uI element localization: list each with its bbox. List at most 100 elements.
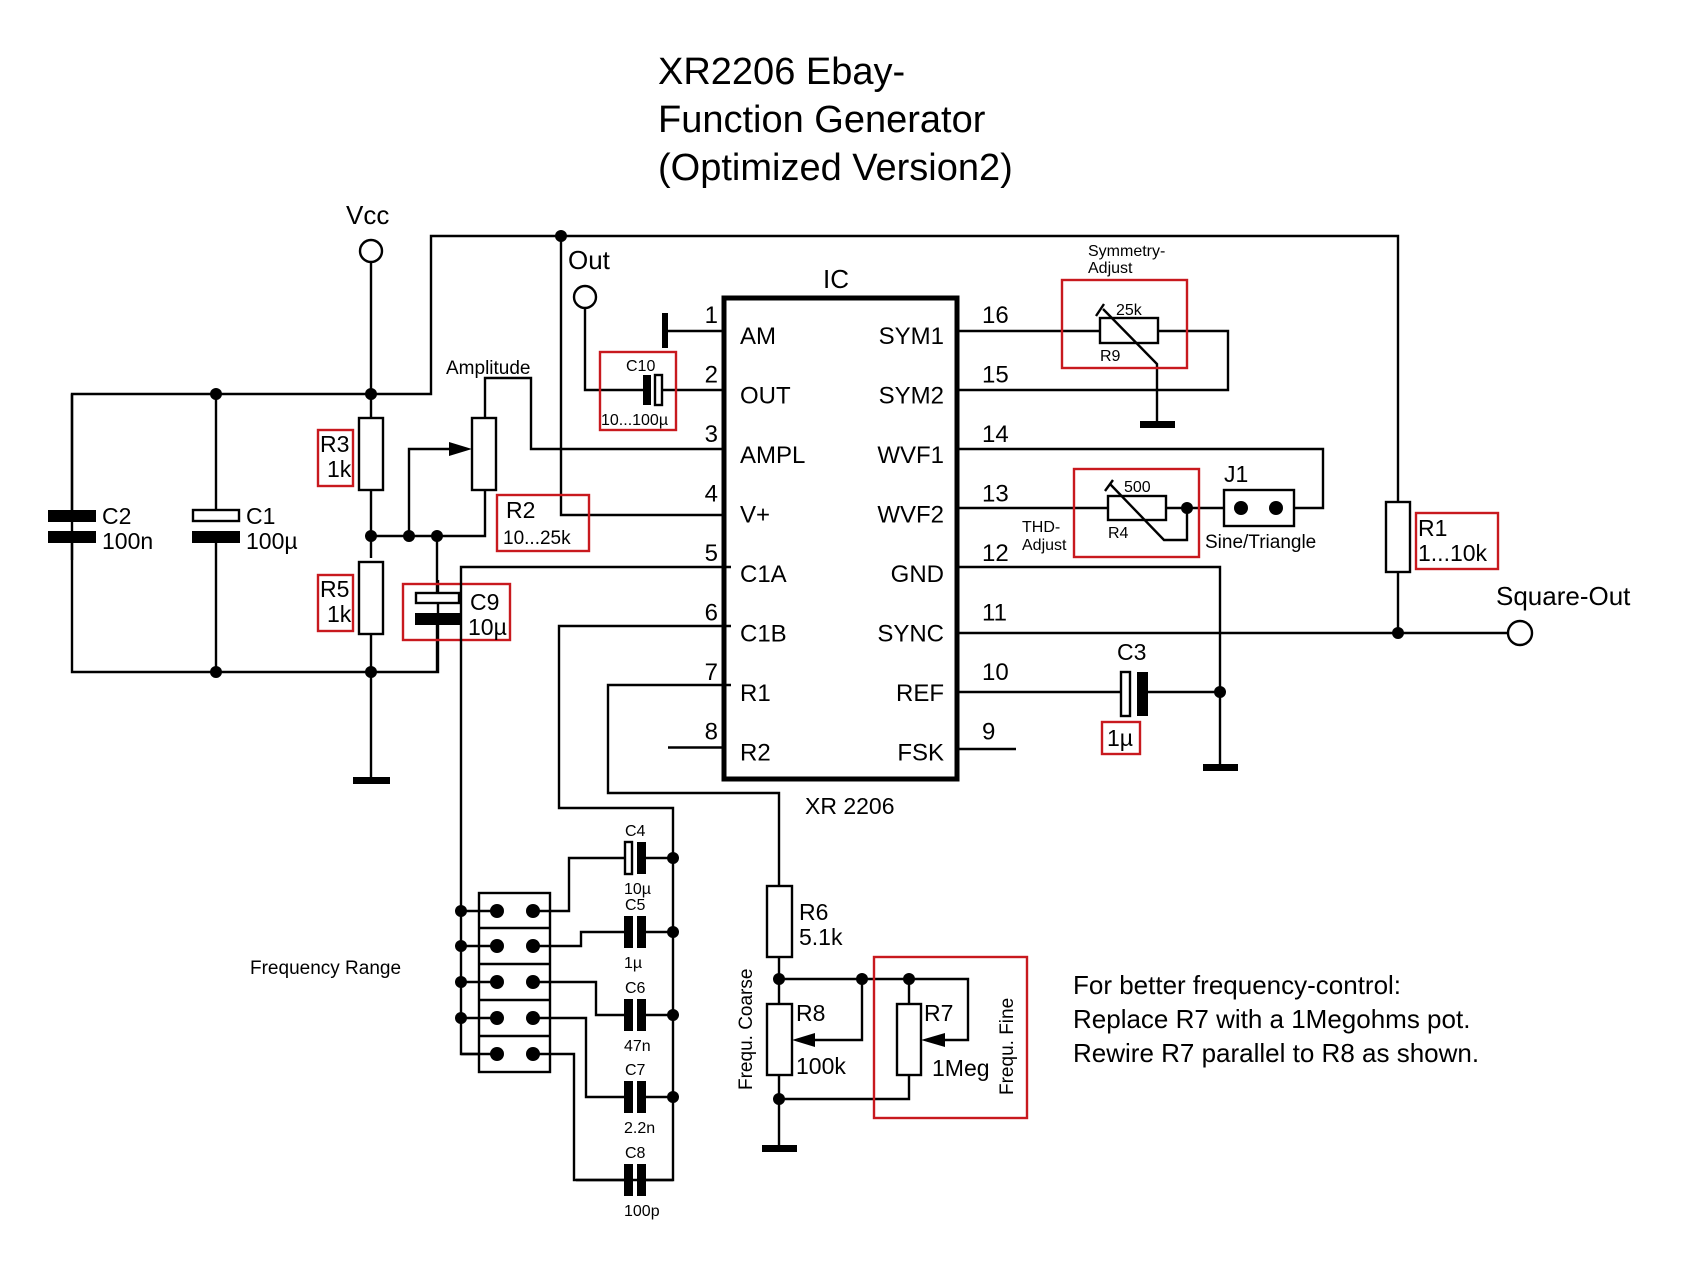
pin-number: 5 — [705, 540, 718, 567]
wire-vplus — [559, 236, 731, 517]
amplitude-label: Amplitude — [446, 358, 531, 379]
junction — [667, 926, 679, 938]
wire-cap-route — [533, 1016, 625, 1099]
wire-wiper — [407, 447, 458, 536]
r2-value: 10...25k — [503, 528, 571, 549]
c5-plate — [624, 916, 633, 948]
pin-number: 15 — [982, 362, 1009, 389]
wire-cap-route — [533, 856, 625, 913]
r3-ref: R3 — [320, 431, 349, 457]
c3-plate — [1137, 672, 1148, 716]
pin-number: 11 — [982, 600, 1007, 627]
pin-number: 1 — [705, 302, 718, 329]
c9-ref: C9 — [470, 589, 499, 615]
c6-plate — [624, 999, 633, 1031]
pin-name: AMPL — [740, 442, 805, 469]
c5-plate — [637, 916, 646, 948]
pin-number: 2 — [705, 362, 718, 389]
pin-number: 4 — [705, 481, 718, 508]
r9-body[interactable] — [1098, 316, 1160, 345]
r8-body[interactable] — [765, 1002, 794, 1077]
square-out-terminal[interactable] — [1506, 619, 1534, 647]
wire-mid — [371, 490, 487, 538]
out-label: Out — [568, 245, 611, 275]
r9-value: 25k — [1116, 302, 1143, 319]
symmetry-section: Symmetry- Adjust 25k R9 — [957, 243, 1230, 428]
c3-ref: C3 — [1117, 639, 1146, 665]
ground-symbol — [353, 777, 390, 784]
c2-ref: C2 — [102, 503, 131, 529]
r3-body — [357, 416, 385, 492]
c1-value: 100µ — [246, 528, 298, 554]
ic-right-pins: 16SYM115SYM214WVF113WVF212GND11SYNC10REF… — [877, 302, 1008, 767]
frequency-range-section: Frequency Range C410µC51µC647nC72.2nC810… — [250, 565, 731, 1220]
r2-body[interactable] — [470, 416, 498, 492]
wire-gnd — [957, 565, 1222, 767]
r1-body — [1384, 500, 1412, 574]
wire-r7-bottom — [779, 1075, 911, 1101]
pin-number: 16 — [982, 302, 1009, 329]
c8-plate — [624, 1164, 633, 1196]
junction — [773, 973, 785, 985]
c8-ref: C8 — [625, 1145, 646, 1162]
junction — [667, 1091, 679, 1103]
r2-ref: R2 — [506, 497, 535, 523]
r4-ref: R4 — [1108, 525, 1129, 542]
wire-r1-pin — [606, 683, 781, 886]
wiper-arrow-icon — [792, 1033, 815, 1047]
c6-plate — [637, 999, 646, 1031]
c10-plate-open — [653, 373, 664, 407]
r5-highlight — [316, 573, 355, 633]
c7-value: 2.2n — [624, 1120, 655, 1137]
c3-highlight — [1100, 720, 1142, 756]
out-terminal[interactable] — [572, 284, 598, 310]
c9-highlight — [401, 582, 512, 642]
r7-ref: R7 — [924, 1000, 953, 1026]
c7-plate — [624, 1081, 633, 1113]
pin-number: 7 — [705, 659, 718, 686]
vcc-terminal[interactable] — [358, 238, 384, 264]
jumper-pin — [490, 1047, 504, 1061]
r9-adjust-tick — [1095, 303, 1105, 317]
jumper-pin — [490, 939, 504, 953]
r8-ref: R8 — [796, 1000, 825, 1026]
r4-adjust-tick — [1104, 479, 1114, 492]
c1-ref: C1 — [246, 503, 275, 529]
j1-pin — [1269, 501, 1283, 515]
c10-plate — [643, 375, 651, 405]
r5-value: 1k — [327, 601, 352, 627]
wire-cap-route — [533, 980, 625, 1017]
ic-part-number: XR 2206 — [805, 793, 895, 819]
pin-name: R1 — [740, 680, 771, 707]
c2-plate — [48, 531, 96, 543]
c2-value: 100n — [102, 528, 153, 554]
junction — [1392, 627, 1404, 639]
junction — [667, 1009, 679, 1021]
pin-number: 10 — [982, 659, 1009, 686]
junction — [365, 666, 377, 678]
c10-value: 10...100µ — [601, 412, 668, 429]
r4-highlight — [1072, 467, 1201, 559]
frequ-fine-label: Frequ. Fine — [997, 998, 1018, 1095]
square-out-label: Square-Out — [1496, 581, 1631, 611]
pin-name: FSK — [897, 740, 944, 767]
r1-ref: R1 — [1418, 515, 1447, 541]
vcc-label: Vcc — [346, 200, 389, 230]
r3-highlight — [316, 428, 355, 488]
pin-number: 14 — [982, 421, 1009, 448]
r4-body[interactable] — [1106, 494, 1168, 522]
pin-number: 8 — [705, 719, 718, 746]
thd-label-1: THD- — [1022, 519, 1060, 536]
wire-ampl — [483, 376, 731, 451]
pin-name: WVF1 — [877, 442, 944, 469]
r7-body[interactable] — [895, 1002, 923, 1077]
note-line-2: Replace R7 with a 1Megohms pot. — [1073, 1004, 1470, 1034]
wire-sym — [957, 329, 1230, 392]
c9-value: 10µ — [468, 614, 507, 640]
c4-plate-open — [623, 840, 634, 876]
ic-label: IC — [823, 264, 849, 294]
frequency-control-section: R6 5.1k R8 100k Frequ. Coarse R7 1Meg Fr… — [606, 683, 1029, 1152]
c10-highlight — [598, 350, 678, 432]
title: XR2206 Ebay- Function Generator (Optimiz… — [658, 51, 1013, 189]
wiper-arrow-icon — [921, 1033, 945, 1047]
